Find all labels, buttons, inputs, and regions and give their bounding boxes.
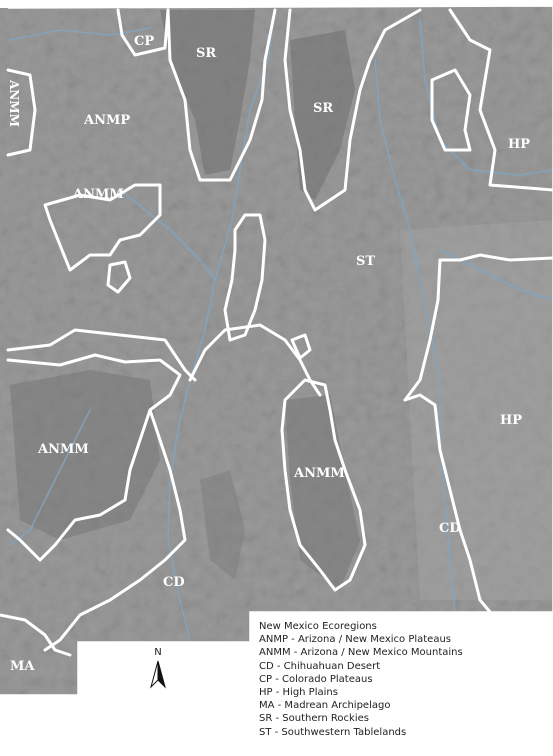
boundary-anmm-edge — [6, 68, 37, 157]
state-outline — [0, 5, 553, 696]
label-anmp: ANMP — [83, 113, 130, 128]
boundary-anmm-north-small — [106, 260, 132, 294]
label-cd-south: CD — [163, 575, 185, 590]
terrain-ranges-south — [200, 470, 245, 580]
legend-item-anmp: ANMP - Arizona / New Mexico Plateaus — [259, 634, 452, 646]
north-arrow: N — [143, 647, 173, 695]
boundary-anmp-south — [6, 328, 197, 382]
boundary-st-hp — [438, 253, 553, 262]
label-sr-east: SR — [313, 101, 333, 116]
gila-river — [9, 409, 91, 546]
legend-item-anmm: ANMM - Arizona / New Mexico Mountains — [259, 647, 463, 659]
terrain-sr-west — [160, 10, 255, 175]
label-ma: MA — [10, 659, 35, 674]
rivers — [9, 9, 553, 641]
boundary-hp-loop — [430, 68, 472, 152]
label-hp-north: HP — [508, 137, 530, 152]
region-labels: CP SR SR ANMM ANMP ANMM HP ST HP ANMM AN… — [7, 34, 530, 674]
boundary-hp-east-inner — [403, 258, 442, 402]
canadian-river — [419, 19, 553, 176]
ecoregion-boundaries — [0, 8, 553, 657]
pecos-river — [374, 59, 456, 611]
label-hp-east: HP — [500, 413, 522, 428]
legend-item-hp: HP - High Plains — [259, 687, 338, 699]
label-cp: CP — [134, 34, 154, 49]
label-anmm-west: ANMM — [37, 442, 89, 457]
rio-grande — [167, 9, 276, 641]
legend: New Mexico Ecoregions ANMP - Arizona / N… — [259, 620, 549, 739]
boundary-anmm-north — [43, 183, 162, 272]
terrain-anmm-west — [10, 370, 160, 540]
boundary-sr-east — [283, 8, 422, 212]
boundary-st-cd — [188, 323, 322, 397]
terrain-eastern-plains — [400, 220, 553, 600]
boundary-st-loop — [290, 333, 312, 360]
legend-item-cp: CP - Colorado Plateaus — [259, 673, 373, 685]
label-anmm-central: ANMM — [293, 466, 345, 481]
boundary-sr-west — [166, 8, 277, 182]
north-arrow-icon — [150, 660, 166, 689]
terrain-anmm-central — [285, 395, 360, 590]
legend-item-ma: MA - Madrean Archipelago — [259, 700, 391, 712]
legend-item-cd: CD - Chihuahuan Desert — [259, 660, 381, 672]
boundary-anmm-west — [6, 353, 182, 562]
legend-item-st: ST - Southwestern Tablelands — [259, 726, 407, 738]
boundary-cp-sr — [116, 8, 170, 57]
san-juan-river — [9, 27, 151, 41]
label-st: ST — [356, 254, 375, 269]
boundary-cd-hp — [403, 393, 492, 614]
terrain-sr-east — [290, 30, 355, 200]
north-letter: N — [154, 647, 162, 658]
label-sr-west: SR — [196, 46, 216, 61]
label-anmm-north: ANMM — [72, 187, 124, 202]
legend-item-sr: SR - Southern Rockies — [259, 713, 369, 725]
puerco-river — [119, 189, 216, 281]
boundary-hp-north — [448, 8, 553, 192]
boundary-cd-west — [43, 408, 187, 652]
boundary-ma — [0, 613, 72, 657]
label-cd-east: CD — [439, 521, 461, 536]
boundary-anmm-central — [280, 378, 367, 592]
legend-title: New Mexico Ecoregions — [259, 621, 377, 632]
boundary-st-west — [223, 213, 267, 342]
label-anmm-edge: ANMM — [7, 79, 21, 127]
